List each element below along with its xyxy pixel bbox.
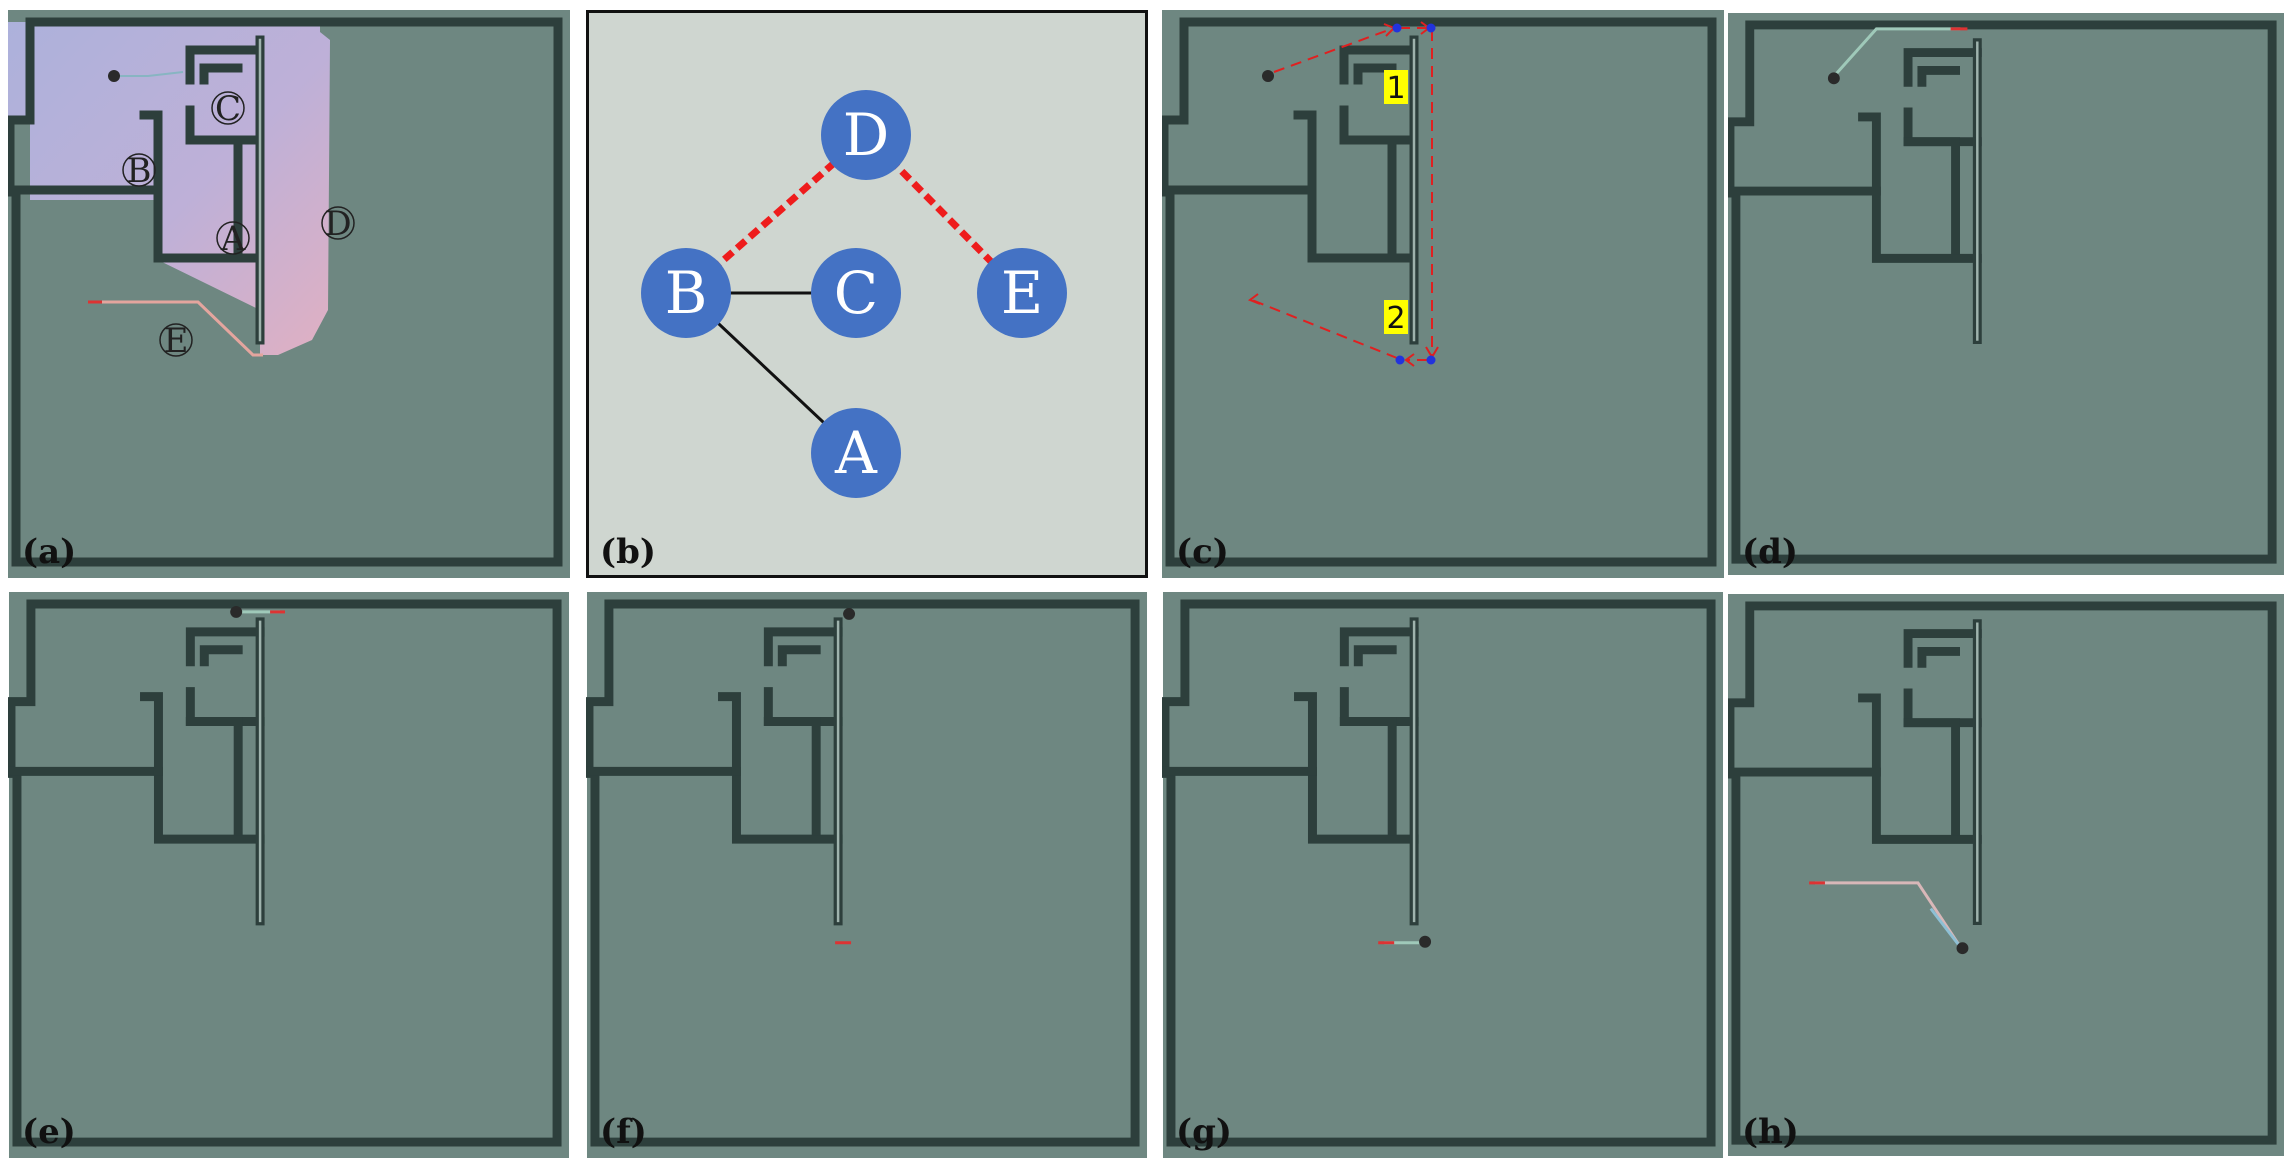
map-walls [8, 599, 562, 1147]
node-a: A [811, 408, 901, 498]
robot-path [1832, 27, 1961, 78]
robot-trail [113, 71, 184, 77]
panel-label-d: (d) [1742, 532, 1798, 572]
robot-path [1815, 881, 1962, 949]
panel-b-graph: D B C E A [586, 10, 1148, 578]
panel-label-h: (h) [1742, 1112, 1799, 1152]
room-letter-c: C [215, 89, 241, 129]
room-label-c: C [211, 89, 245, 129]
panel-label-a: (a) [22, 532, 77, 572]
panel-h: (h) [1728, 592, 2284, 1158]
map-walls [8, 17, 563, 567]
outside-region [1728, 13, 2284, 575]
panel-f-map [586, 592, 1148, 1158]
panel-g-map [1162, 592, 1724, 1158]
panel-label-e: (e) [22, 1112, 76, 1152]
robot [1827, 72, 1840, 85]
room-letter-e: E [164, 321, 189, 361]
map-walls [1162, 599, 1716, 1147]
node-a-label: A [834, 419, 878, 487]
panel-label-f: (f) [600, 1112, 647, 1152]
panel-a-map: A B C D E [8, 10, 570, 578]
room-letter-d: D [324, 204, 351, 244]
panel-c-map: 1 2 [1162, 10, 1724, 578]
node-c: C [811, 248, 901, 338]
node-d-label: D [843, 101, 890, 169]
node-b-label: B [665, 259, 708, 327]
panel-c: 1 2 (c) [1162, 10, 1724, 578]
map-walls [1728, 601, 2277, 1145]
map-walls [1728, 20, 2277, 564]
panel-d-map [1728, 13, 2284, 575]
waypoint [1395, 355, 1405, 365]
robot [1262, 70, 1274, 82]
waypoint [1392, 23, 1402, 33]
map-walls [586, 599, 1140, 1147]
node-d: D [821, 90, 911, 180]
robot [843, 607, 856, 620]
panel-label-g: (g) [1176, 1112, 1232, 1152]
room-label-e: E [159, 321, 193, 361]
panel-f: (f) [586, 592, 1148, 1158]
robot [1419, 935, 1432, 948]
panel-a: A B C D E (a) [8, 10, 570, 578]
node-e-label: E [1001, 259, 1043, 327]
outside-region [1162, 10, 1724, 578]
waypoint [1426, 23, 1436, 33]
node-e: E [977, 248, 1067, 338]
outside-region [8, 592, 570, 1158]
panel-e: (e) [8, 592, 570, 1158]
panel-label-b: (b) [600, 532, 656, 572]
panel-e-map [8, 592, 570, 1158]
room-letter-a: A [220, 219, 246, 259]
waypoint-number-2: 2 [1386, 301, 1405, 336]
waypoint [1426, 355, 1436, 365]
room-label-a: A [216, 219, 250, 259]
robot [1956, 942, 1969, 955]
room-label-d: D [321, 204, 355, 244]
robot-path-recent [1929, 907, 1962, 949]
waypoint-number-1: 1 [1386, 71, 1405, 106]
room-letter-b: B [127, 151, 152, 191]
frontier-path [93, 300, 263, 357]
outside-region [1162, 592, 1724, 1158]
panel-b: D B C E A (b) [586, 10, 1148, 578]
explored-region [8, 22, 330, 355]
waypoint-label-2: 2 [1384, 300, 1408, 336]
outside-region [586, 592, 1148, 1158]
panel-h-map [1728, 594, 2284, 1156]
node-b: B [641, 248, 731, 338]
panel-d: (d) [1728, 10, 2284, 578]
panel-label-c: (c) [1176, 532, 1229, 572]
map-walls [1162, 17, 1717, 567]
waypoint-label-1: 1 [1384, 70, 1408, 106]
node-c-label: C [834, 259, 878, 327]
room-label-b: B [122, 151, 156, 191]
planned-route [1251, 27, 1433, 361]
outside-region [1728, 594, 2284, 1156]
panel-g: (g) [1162, 592, 1724, 1158]
robot [108, 70, 120, 82]
robot [230, 605, 243, 618]
